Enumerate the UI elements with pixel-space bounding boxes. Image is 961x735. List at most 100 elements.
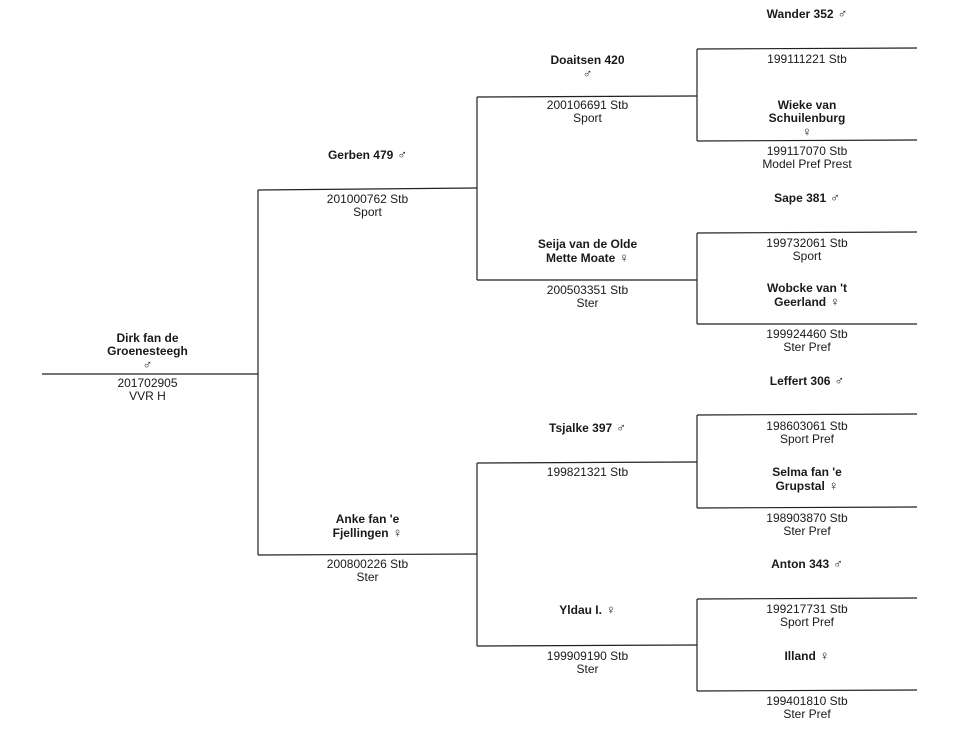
sire-dam-node: Seija van de Olde Mette Moate♀ xyxy=(535,238,640,265)
dd-dam-info: 199401810 Stb Ster Pref xyxy=(742,695,872,721)
male-icon: ♂ xyxy=(833,556,843,571)
ds-dam-note: Ster Pref xyxy=(783,524,831,538)
ss-dam-info: 199117070 Stb Model Pref Prest xyxy=(742,145,872,171)
sire-info: 201000762 Stb Sport xyxy=(300,193,435,219)
sire-sire-info: 200106691 Stb Sport xyxy=(520,99,655,125)
sire-note: Sport xyxy=(353,205,382,219)
dam-node: Anke fan 'e Fjellingen♀ xyxy=(310,513,425,540)
dd-sire-note: Sport Pref xyxy=(779,615,835,629)
ss-dam-line xyxy=(696,139,918,142)
sire-dam-info: 200503351 Stb Ster xyxy=(520,284,655,310)
male-icon: ♂ xyxy=(616,420,626,435)
dam-info: 200800226 Stb Ster xyxy=(300,558,435,584)
female-icon: ♀ xyxy=(819,648,830,663)
sd-sire-node: Sape 381♂ xyxy=(742,191,872,205)
dam-sire-name: Tsjalke 397 xyxy=(549,421,613,435)
dd-dam-node: Illand♀ xyxy=(752,649,862,663)
sd-dam-info: 199924460 Stb Ster Pref xyxy=(742,328,872,354)
ss-sire-name: Wander 352 xyxy=(766,7,834,21)
dam-dam-line xyxy=(476,644,698,647)
dd-sire-line xyxy=(696,597,918,600)
subject-reg: 201702905 xyxy=(117,376,178,390)
male-icon: ♂ xyxy=(142,357,153,372)
subject-node: Dirk fan de Groenesteegh ♂ xyxy=(95,331,200,372)
ds-dam-info: 198903870 Stb Ster Pref xyxy=(742,512,872,538)
sire-sire-line xyxy=(476,95,698,98)
sd-dam-node: Wobcke van 't Geerland♀ xyxy=(752,282,862,309)
sd-dam-note: Ster Pref xyxy=(783,340,831,354)
ds-dam-node: Selma fan 'e Grupstal♀ xyxy=(752,466,862,493)
ss-dam-node: Wieke van Schuilenburg ♀ xyxy=(752,98,862,139)
dam-sire-info: 199821321 Stb xyxy=(520,466,655,479)
female-icon: ♀ xyxy=(830,294,840,309)
ds-dam-reg: 198903870 Stb xyxy=(766,511,848,525)
male-icon: ♂ xyxy=(830,190,840,205)
sd-sire-note: Sport xyxy=(792,249,822,263)
female-icon: ♀ xyxy=(619,250,630,265)
male-icon: ♂ xyxy=(582,66,593,81)
subject-note: VVR H xyxy=(129,389,166,403)
dam-dam-node: Yldau I.♀ xyxy=(520,603,655,617)
sire-line xyxy=(257,187,478,191)
sd-sire-reg: 199732061 Stb xyxy=(766,236,848,250)
sire-sire-reg: 200106691 Stb xyxy=(546,98,629,112)
ds-dam-name: Selma fan 'e Grupstal xyxy=(772,465,842,493)
sire-name: Gerben 479 xyxy=(327,148,394,162)
dam-dam-info: 199909190 Stb Ster xyxy=(520,650,655,676)
ds-sire-info: 198603061 Stb Sport Pref xyxy=(742,420,872,446)
female-icon: ♀ xyxy=(392,525,403,540)
sire-dam-name: Seija van de Olde Mette Moate xyxy=(537,237,638,265)
dd-sire-reg: 199217731 Stb xyxy=(766,602,848,616)
sd-sire-line xyxy=(696,231,918,234)
male-icon: ♂ xyxy=(837,6,848,21)
dam-sire-reg: 199821321 Stb xyxy=(546,465,629,479)
sire-reg: 201000762 Stb xyxy=(326,192,409,206)
dam-dam-name: Yldau I. xyxy=(559,603,602,617)
male-icon: ♂ xyxy=(834,373,845,388)
sd-sire-name: Sape 381 xyxy=(774,191,827,205)
ss-dam-reg: 199117070 Stb xyxy=(766,144,848,158)
dam-reg: 200800226 Stb xyxy=(326,557,409,571)
dam-line xyxy=(257,553,478,556)
sire-sire-node: Doaitsen 420 ♂ xyxy=(520,53,655,81)
subject-info: 201702905 VVR H xyxy=(95,377,200,403)
sire-sire-name: Doaitsen 420 xyxy=(550,53,625,67)
sd-dam-reg: 199924460 Stb xyxy=(766,327,848,341)
ss-sire-node: Wander 352♂ xyxy=(742,7,872,21)
dam-name: Anke fan 'e Fjellingen xyxy=(332,512,400,540)
ds-sire-name: Leffert 306 xyxy=(769,374,831,388)
dam-dam-reg: 199909190 Stb xyxy=(546,649,629,663)
dd-sire-info: 199217731 Stb Sport Pref xyxy=(742,603,872,629)
dd-dam-name: Illand xyxy=(784,649,816,663)
ds-sire-line xyxy=(696,413,918,416)
sire-node: Gerben 479♂ xyxy=(300,148,435,162)
sd-dam-name: Wobcke van 't Geerland xyxy=(767,281,847,309)
ss-sire-info: 199111221 Stb xyxy=(742,53,872,66)
ds-sire-node: Leffert 306♂ xyxy=(742,374,872,388)
dam-sire-line xyxy=(476,461,698,464)
dd-dam-reg: 199401810 Stb xyxy=(766,694,848,708)
sd-sire-info: 199732061 Stb Sport xyxy=(742,237,872,263)
dam-sire-node: Tsjalke 397♂ xyxy=(520,421,655,435)
ss-dam-note: Model Pref Prest xyxy=(762,157,852,171)
male-icon: ♂ xyxy=(397,147,408,162)
female-icon: ♀ xyxy=(802,124,812,139)
dd-sire-node: Anton 343♂ xyxy=(742,557,872,571)
sire-dam-reg: 200503351 Stb xyxy=(546,283,629,297)
subject-name: Dirk fan de Groenesteegh xyxy=(107,331,188,358)
ss-dam-name: Wieke van Schuilenburg xyxy=(768,98,846,125)
dam-dam-note: Ster xyxy=(576,662,599,676)
ds-sire-note: Sport Pref xyxy=(779,432,835,446)
dam-note: Ster xyxy=(356,570,379,584)
dd-dam-line xyxy=(696,689,918,692)
sire-dam-note: Ster xyxy=(576,296,599,310)
female-icon: ♀ xyxy=(605,602,616,617)
ds-dam-line xyxy=(696,506,918,509)
sire-sire-note: Sport xyxy=(573,111,602,125)
dd-dam-note: Ster Pref xyxy=(783,707,831,721)
ss-sire-reg: 199111221 Stb xyxy=(767,52,847,66)
female-icon: ♀ xyxy=(828,478,839,493)
ds-sire-reg: 198603061 Stb xyxy=(766,419,848,433)
dd-sire-name: Anton 343 xyxy=(771,557,830,571)
